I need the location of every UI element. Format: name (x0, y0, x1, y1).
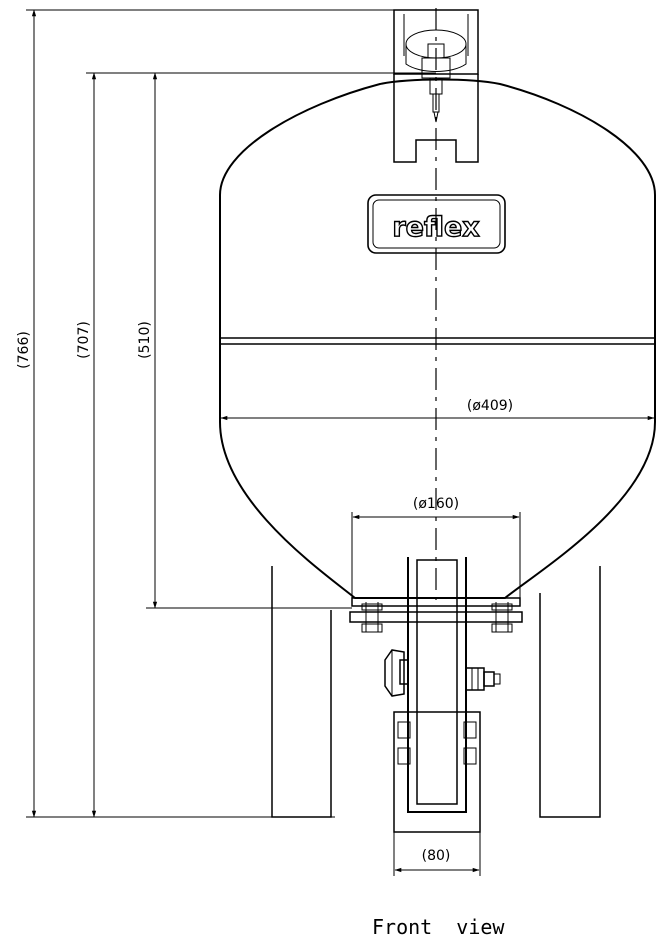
dimension-lines (26, 9, 655, 873)
right-leg (539, 566, 601, 818)
view-caption: Front view (372, 915, 505, 939)
dim-overall-height: (766) (16, 331, 32, 369)
dim-vessel-height: (510) (137, 321, 153, 359)
dim-foot-width: (80) (422, 848, 451, 864)
left-leg (271, 566, 332, 818)
vessel-body (219, 78, 656, 599)
dim-top-height: (707) (76, 321, 92, 359)
dim-vessel-diameter: (ø409) (467, 398, 513, 414)
vessel-legs (271, 566, 601, 818)
bottom-connection (349, 557, 523, 876)
dim-flange-diameter: (ø160) (413, 496, 459, 512)
